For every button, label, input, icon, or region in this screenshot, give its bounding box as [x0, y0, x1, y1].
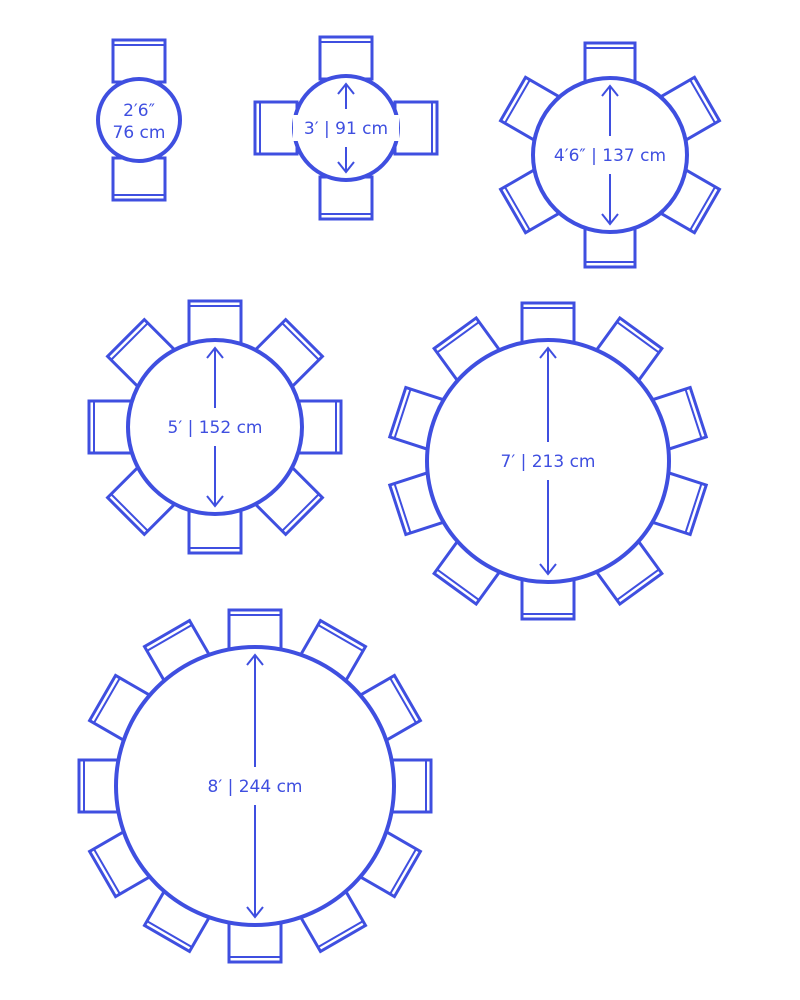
label-backing [293, 115, 399, 141]
diameter-label: 4′6″ | 137 cm [554, 146, 666, 166]
chair-7 [87, 399, 133, 455]
diameter-arrow [539, 346, 557, 576]
table-2-seat: 2′6″76 cm [96, 38, 182, 202]
table-top [96, 77, 182, 163]
chair-5 [187, 509, 243, 555]
diameter-label: 7′ | 213 cm [501, 452, 596, 472]
label-backing [542, 142, 678, 168]
chair-1 [187, 299, 243, 345]
diameter-arrow [337, 82, 355, 174]
chair-3 [318, 175, 374, 221]
chair-7 [227, 920, 283, 964]
diameter-label: 2′6″76 cm [113, 101, 166, 143]
diameter-arrow [246, 653, 264, 919]
chair-10 [77, 758, 121, 814]
diameter-label: 3′ | 91 cm [304, 119, 388, 139]
chair-1 [111, 38, 167, 84]
chair-1 [520, 301, 576, 345]
chair-6 [520, 577, 576, 621]
diameter-arrow [601, 84, 619, 226]
chair-3 [297, 399, 343, 455]
chair-7 [432, 539, 502, 607]
table-8-seat: 5′ | 152 cm [87, 299, 343, 555]
label-backing [490, 448, 606, 474]
diameter-label: 5′ | 152 cm [168, 418, 263, 438]
diameter-arrow [206, 346, 224, 508]
chair-4 [389, 758, 433, 814]
chair-4 [583, 227, 637, 269]
table-10-seat: 7′ | 213 cm [387, 301, 709, 621]
chair-4 [253, 100, 299, 156]
tables-layer: 2′6″76 cm 3′ | 91 cm 4′6″ | 137 cm 5′ | 152… [77, 35, 722, 964]
chair-2 [393, 100, 439, 156]
diameter-label: 8′ | 244 cm [208, 777, 303, 797]
table-6-seat: 4′6″ | 137 cm [498, 41, 722, 269]
label-backing [197, 773, 313, 799]
label-backing [157, 414, 273, 440]
chair-1 [318, 35, 374, 81]
table-12-seat: 8′ | 244 cm [77, 608, 433, 964]
table-4-seat: 3′ | 91 cm [253, 35, 439, 221]
chair-5 [357, 829, 423, 899]
chair-2 [111, 156, 167, 202]
chair-1 [583, 41, 637, 83]
chair-1 [227, 608, 283, 652]
